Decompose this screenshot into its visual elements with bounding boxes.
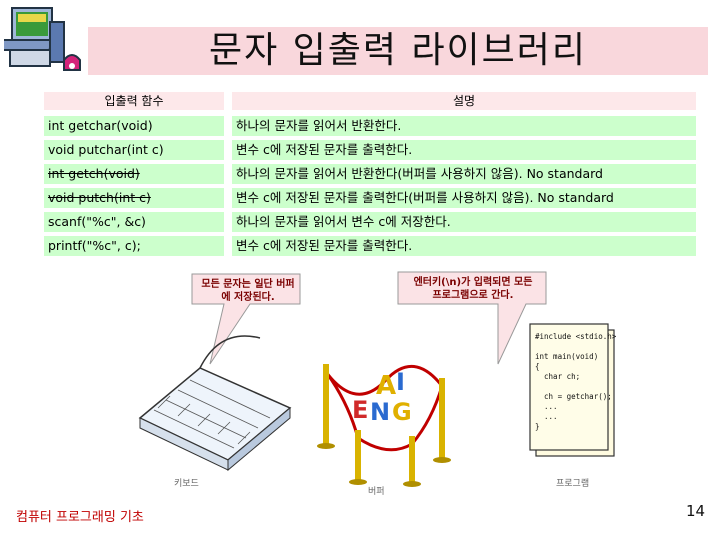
table-row: void putchar(int c) 변수 c에 저장된 문자를 출력한다. [44,140,696,160]
table-header-function: 입출력 함수 [44,92,224,110]
letter-g: G [392,398,412,426]
program-page-icon [529,323,615,457]
code-line: ... [535,412,558,421]
speech-bubble-left [191,273,301,365]
letter-e: E [352,396,368,424]
slide-title: 문자 입출력 라이브러리 [208,30,588,71]
function-cell-struck: int getch(void) [44,164,224,184]
table-row: int getch(void) 하나의 문자를 읽어서 반환한다(버퍼를 사용하… [44,164,696,184]
footer-course-title: 컴퓨터 프로그래밍 기초 [16,510,144,525]
bubble-left-text: 모든 문자는 일단 버퍼 에 저장된다. [201,279,295,303]
caption-buffer: 버퍼 [368,487,385,497]
function-cell: int getchar(void) [44,116,224,136]
table-row: void putch(int c) 변수 c에 저장된 문자를 출력한다(버퍼를… [44,188,696,208]
page-number: 14 [686,502,706,520]
buffer-illustration: A I E N G 모든 문자는 일단 버퍼 에 저장된다. 엔터키(\n)가 … [130,268,620,498]
table-row: scanf("%c", &c) 하나의 문자를 읽어서 변수 c에 저장한다. [44,212,696,232]
code-line: char ch; [535,372,581,381]
letter-i: I [396,368,405,396]
letter-n: N [370,398,390,426]
caption-program: 프로그램 [556,479,590,489]
letter-a: A [376,371,396,401]
table-row: printf("%c", c); 변수 c에 저장된 문자를 출력한다. [44,236,696,256]
description-cell: 변수 c에 저장된 문자를 출력한다(버퍼를 사용하지 않음). No stan… [232,188,696,208]
computer-logo-icon [0,2,86,78]
function-cell: scanf("%c", &c) [44,212,224,232]
code-line: ch = getchar(); [535,392,612,401]
code-line [535,342,616,352]
title-band [88,27,708,75]
bubble-right-text: 엔터키(\n)가 입력되면 모든 프로그램으로 간다. [413,277,533,301]
code-snippet: #include <stdio.h> int main(void){ char … [535,332,616,432]
function-cell-struck: void putch(int c) [44,188,224,208]
table-header-description: 설명 [232,92,696,110]
keyboard-icon [138,335,292,472]
description-cell: 하나의 문자를 읽어서 반환한다. [232,116,696,136]
function-cell: void putchar(int c) [44,140,224,160]
description-cell: 하나의 문자를 읽어서 반환한다(버퍼를 사용하지 않음). No standa… [232,164,696,184]
description-cell: 하나의 문자를 읽어서 변수 c에 저장한다. [232,212,696,232]
code-line: #include <stdio.h> [535,332,617,341]
speech-bubble-right [397,271,547,365]
code-line: ... [535,402,558,411]
description-cell: 변수 c에 저장된 문자를 출력한다. [232,236,696,256]
caption-keyboard: 키보드 [174,479,199,489]
code-line: int main(void) [535,352,599,361]
code-line: } [535,422,540,431]
table-row: int getchar(void) 하나의 문자를 읽어서 반환한다. [44,116,696,136]
code-line: { [535,362,540,371]
buffer-rope-icon [317,364,451,487]
function-cell: printf("%c", c); [44,236,224,256]
description-cell: 변수 c에 저장된 문자를 출력한다. [232,140,696,160]
code-line [535,382,616,392]
